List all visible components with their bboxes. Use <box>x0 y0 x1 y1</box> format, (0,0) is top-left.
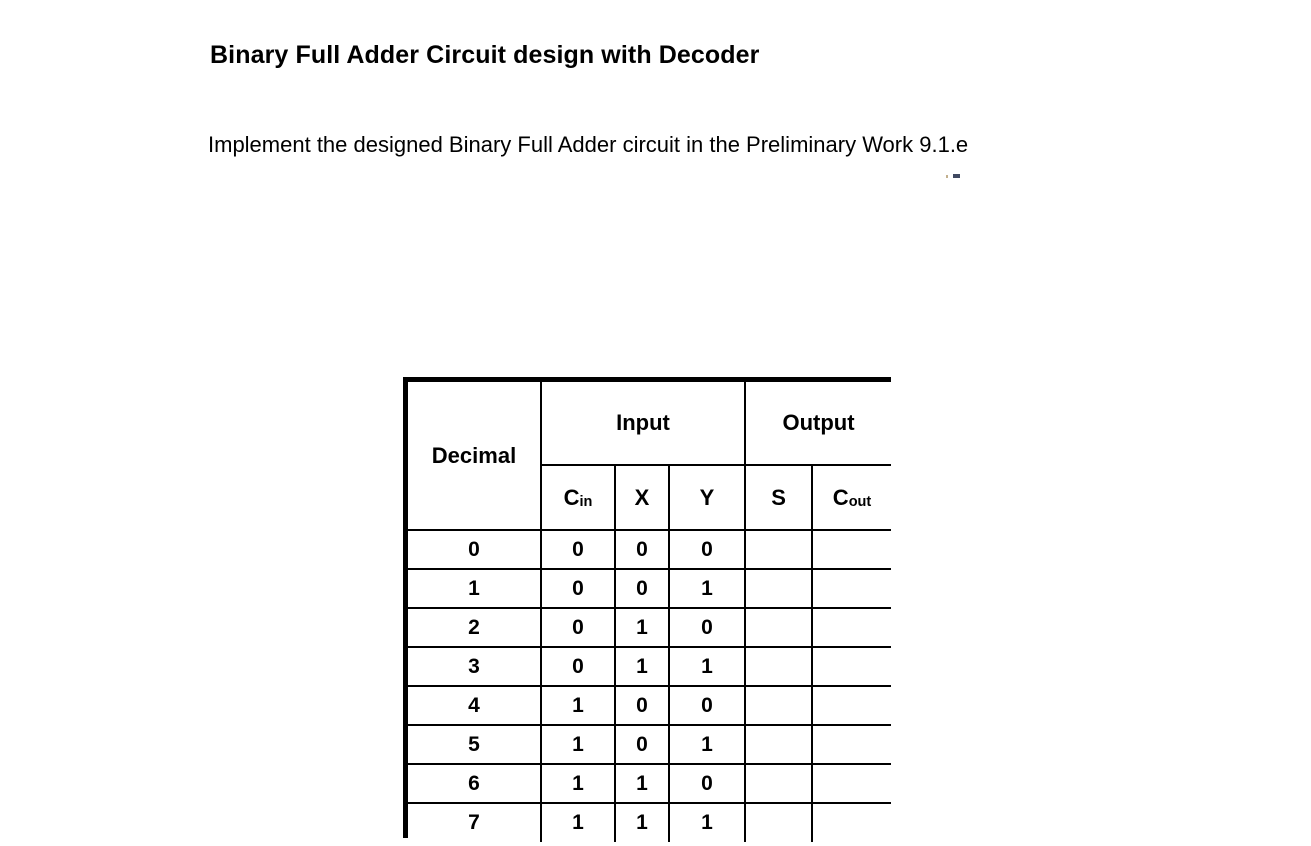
cell-decimal: 3 <box>408 646 542 687</box>
cell-decimal: 7 <box>408 802 542 842</box>
header-x: X <box>614 464 670 531</box>
cell-cin: 1 <box>540 802 616 842</box>
page-title: Binary Full Adder Circuit design with De… <box>210 40 760 69</box>
cell-y: 0 <box>667 607 747 648</box>
table-row: 5 1 0 1 <box>408 724 892 765</box>
cell-cout[interactable] <box>811 763 892 804</box>
cell-x: 0 <box>614 724 670 765</box>
header-output-group: Output <box>744 382 892 466</box>
cell-cout[interactable] <box>811 568 892 609</box>
cell-cin: 0 <box>540 568 616 609</box>
header-cin-subscript: in <box>579 494 593 511</box>
cell-s[interactable] <box>744 802 814 842</box>
cell-s[interactable] <box>744 568 814 609</box>
cell-y: 1 <box>667 724 747 765</box>
scan-artifact-mark <box>946 173 960 179</box>
table-row: 0 0 0 0 <box>408 529 892 570</box>
artifact-speck-right <box>953 174 960 178</box>
table-signal-header-row: Cin X Y S Cout <box>408 464 892 531</box>
cell-x: 1 <box>614 646 670 687</box>
table-row: 4 1 0 0 <box>408 685 892 726</box>
cell-x: 1 <box>614 607 670 648</box>
cell-cin: 0 <box>540 529 616 570</box>
cell-y: 0 <box>667 529 747 570</box>
cell-x: 0 <box>614 529 670 570</box>
cell-decimal: 6 <box>408 763 542 804</box>
cell-cin: 0 <box>540 607 616 648</box>
cell-cout[interactable] <box>811 724 892 765</box>
cell-y: 1 <box>667 802 747 842</box>
header-cout: Cout <box>811 464 892 531</box>
cell-decimal: 5 <box>408 724 542 765</box>
header-cout-subscript: out <box>848 494 872 511</box>
header-s: S <box>744 464 814 531</box>
table-row: 3 0 1 1 <box>408 646 892 687</box>
header-input-group: Input <box>539 382 747 466</box>
cell-decimal: 2 <box>408 607 542 648</box>
table-group-header-row: Decimal Input Output <box>408 382 892 531</box>
cell-x: 0 <box>614 568 670 609</box>
cell-x: 0 <box>614 685 670 726</box>
cell-cin: 1 <box>540 685 616 726</box>
cell-cin: 0 <box>540 646 616 687</box>
header-cout-base: C <box>832 484 849 510</box>
cell-s[interactable] <box>744 646 814 687</box>
cell-cin: 1 <box>540 763 616 804</box>
cell-cout[interactable] <box>811 685 892 726</box>
cell-s[interactable] <box>744 607 814 648</box>
cell-s[interactable] <box>744 763 814 804</box>
truth-table-container: Decimal Input Output Cin X Y S Cout 0 0 … <box>403 377 892 842</box>
cell-x: 1 <box>614 802 670 842</box>
cell-cin: 1 <box>540 724 616 765</box>
cell-y: 0 <box>667 685 747 726</box>
header-cin-base: C <box>563 484 580 510</box>
cell-decimal: 4 <box>408 685 542 726</box>
cell-cout[interactable] <box>811 802 892 842</box>
table-row: 1 0 0 1 <box>408 568 892 609</box>
cell-s[interactable] <box>744 724 814 765</box>
cell-y: 1 <box>667 568 747 609</box>
cell-cout[interactable] <box>811 529 892 570</box>
cell-decimal: 0 <box>408 529 542 570</box>
full-adder-truth-table: Decimal Input Output Cin X Y S Cout 0 0 … <box>408 382 892 842</box>
cell-y: 0 <box>667 763 747 804</box>
cell-cout[interactable] <box>811 607 892 648</box>
cell-y: 1 <box>667 646 747 687</box>
header-decimal: Decimal <box>408 382 542 531</box>
table-row: 7 1 1 1 <box>408 802 892 842</box>
instruction-text: Implement the designed Binary Full Adder… <box>208 132 969 157</box>
header-y: Y <box>667 464 747 531</box>
cell-s[interactable] <box>744 529 814 570</box>
cell-decimal: 1 <box>408 568 542 609</box>
cell-x: 1 <box>614 763 670 804</box>
artifact-speck-left <box>946 175 948 178</box>
header-cin: Cin <box>541 464 616 531</box>
table-row: 2 0 1 0 <box>408 607 892 648</box>
cell-cout[interactable] <box>811 646 892 687</box>
cell-s[interactable] <box>744 685 814 726</box>
table-row: 6 1 1 0 <box>408 763 892 804</box>
